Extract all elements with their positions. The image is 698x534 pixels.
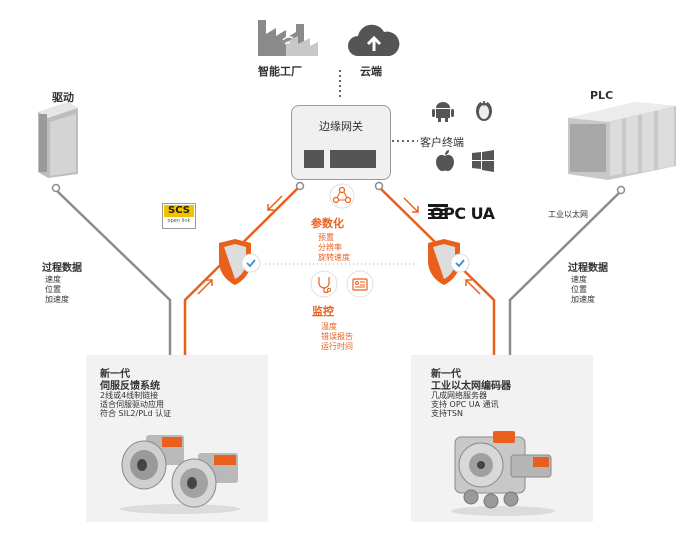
gateway-port-left (304, 150, 324, 168)
parameterization-icon (329, 183, 355, 209)
industrial-ethernet-label: 工业以太网 (548, 210, 588, 219)
left-process-item-position: 位置 (45, 285, 61, 294)
ethernet-panel-desc-3: 支持TSN (431, 409, 463, 418)
right-orange-link (379, 187, 496, 356)
edge-gateway-box: 边缘网关 (291, 105, 391, 180)
monitor-error-report: 错误报告 (321, 332, 353, 341)
servo-feedback-panel: 新一代 伺服反馈系统 2线或4线制链接 适合伺服驱动应用 符合 SIL2/PLd… (86, 355, 268, 522)
drive-title: 驱动 (52, 91, 74, 104)
left-gray-node (51, 183, 61, 193)
left-gray-link (55, 189, 172, 356)
arrow-right-down (403, 197, 419, 213)
ethernet-panel-desc-1: 几成网络服务器 (431, 391, 487, 400)
factory-icon (258, 20, 318, 56)
left-security-shield-icon (219, 239, 261, 285)
stethoscope-icon (310, 270, 338, 298)
servo-panel-desc-2: 适合伺服驱动应用 (100, 400, 164, 409)
android-icon (432, 102, 454, 122)
right-process-item-position: 位置 (571, 285, 587, 294)
linux-icon (476, 100, 492, 121)
edge-gateway-label: 边缘网关 (319, 120, 363, 133)
ethernet-panel-desc-2: 支持 OPC UA 通讯 (431, 400, 499, 409)
clients-label: 客户终端 (420, 136, 464, 149)
monitoring-title: 监控 (312, 305, 334, 318)
right-security-shield-icon (428, 239, 470, 285)
right-process-item-speed: 速度 (571, 275, 587, 284)
arrow-right-up (465, 279, 481, 295)
left-orange-node (295, 181, 305, 191)
servo-panel-desc-1: 2线或4线制链接 (100, 391, 159, 400)
drive-device-icon (38, 102, 78, 178)
gateway-port-right (330, 150, 376, 168)
right-process-item-acceleration: 加速度 (571, 295, 595, 304)
report-card-icon (346, 270, 374, 298)
ethernet-panel-line1: 新一代 (431, 369, 461, 380)
right-orange-node (374, 181, 384, 191)
cloud-icon (348, 24, 400, 56)
scs-open-link-logo: SCS open link (162, 203, 196, 229)
monitor-temperature: 温度 (321, 322, 337, 331)
smart-factory-label: 智能工厂 (258, 65, 302, 78)
left-orange-link (183, 187, 299, 356)
arrow-left-down (267, 195, 283, 211)
monitor-runtime: 运行时间 (321, 342, 353, 351)
cloud-end-label: 云端 (360, 65, 382, 78)
right-process-data-title: 过程数据 (568, 263, 608, 274)
windows-icon (472, 150, 494, 172)
opc-ua-flag-icon (428, 204, 448, 219)
servo-panel-line2: 伺服反馈系统 (100, 381, 160, 392)
servo-panel-desc-3: 符合 SIL2/PLd 认证 (100, 409, 172, 418)
right-gray-link (508, 191, 621, 356)
servo-panel-line1: 新一代 (100, 369, 130, 380)
ethernet-encoder-image (451, 431, 555, 516)
arrow-left-up (197, 279, 213, 295)
left-process-data-title: 过程数据 (42, 263, 82, 274)
parameterization-title: 参数化 (311, 217, 344, 230)
scs-logo-subtext: open link (167, 218, 191, 224)
apple-icon (436, 150, 454, 172)
left-process-item-acceleration: 加速度 (45, 295, 69, 304)
servo-encoder-image (120, 435, 240, 514)
ethernet-encoder-panel: 新一代 工业以太网编码器 几成网络服务器 支持 OPC UA 通讯 支持TSN (411, 355, 593, 522)
plc-device-icon (568, 102, 676, 180)
left-process-item-speed: 速度 (45, 275, 61, 284)
plc-title: PLC (590, 89, 614, 102)
param-rotation-speed: 旋转速度 (318, 253, 350, 262)
scs-logo-text: SCS (164, 205, 194, 217)
ethernet-panel-line2: 工业以太网编码器 (431, 381, 511, 392)
param-resolution: 分辨率 (318, 243, 342, 252)
right-gray-node (616, 185, 626, 195)
param-preset: 预置 (318, 233, 334, 242)
